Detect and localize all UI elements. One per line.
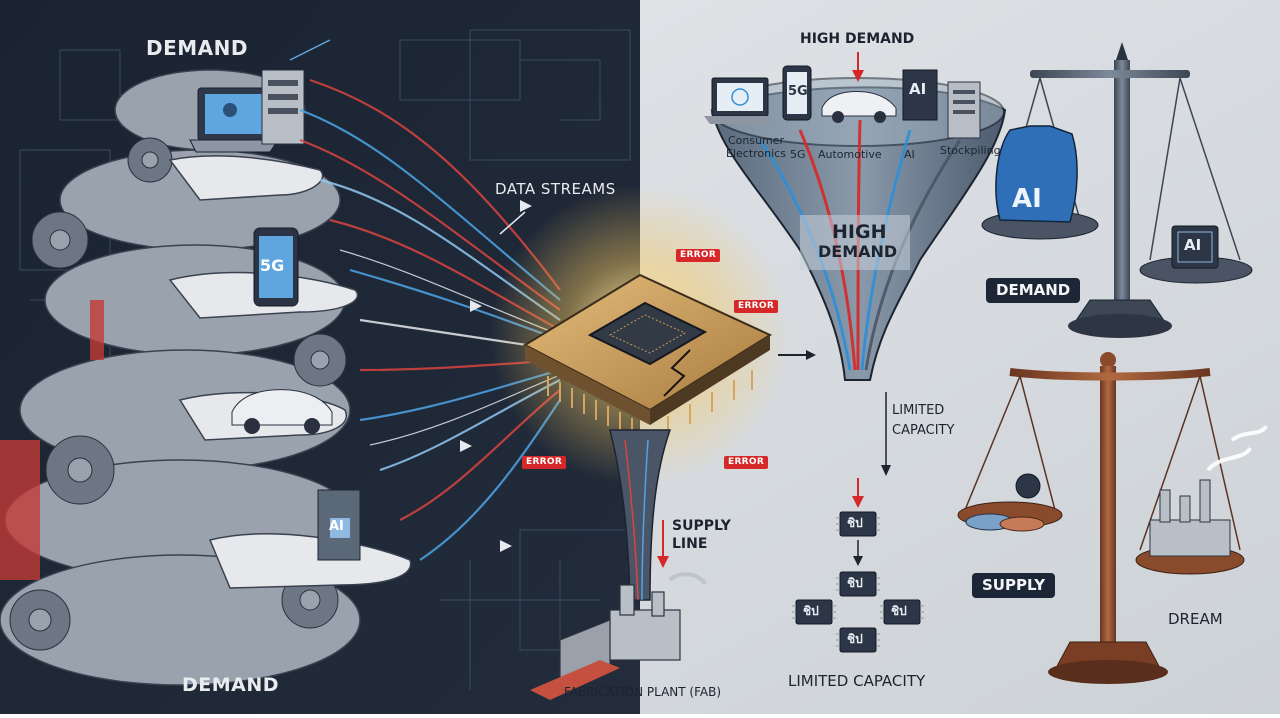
funnel-car-icon [821,91,897,123]
limited-capacity-side-1: LIMITED [892,403,945,418]
supply-scale-label: SUPPLY [972,573,1056,598]
chip-glyph: ชิป [803,604,819,618]
high-demand-label: HIGH DEMAND [800,31,915,47]
supply-scale [957,352,1245,684]
red-accents [0,300,104,580]
dream-label: DREAM [1168,610,1223,628]
supply-funnel [609,429,672,601]
phone-5g-label: 5G [260,256,285,275]
funnel-phone-5g: 5G [788,84,808,99]
funnel-laptop-icon [704,77,776,124]
ai-chip-label: AI [1184,236,1202,254]
coins-icon [965,513,1045,532]
server-ai-label: AI [329,519,344,534]
factory-conveyor [530,660,620,700]
fab-label: FABRICATION PLANT (FAB) [564,685,722,699]
funnel-inner-demand: DEMAND [818,242,898,261]
dream-smoke [1206,446,1252,472]
chip-crack [663,349,691,397]
server-icon [261,69,305,145]
laptop-icon [189,87,279,153]
data-streams-pointer [499,211,526,235]
demand-scale [981,42,1253,338]
error-tag: ERROR [724,456,769,469]
source-5g: 5G [790,148,806,161]
factory-smoke [668,572,707,586]
data-streams-label: DATA STREAMS [495,180,616,198]
limited-chips [795,511,921,653]
error-tag: ERROR [734,300,779,313]
small-factory-icon [1149,479,1231,557]
error-tag: ERROR [522,456,567,469]
source-automotive: Automotive [818,148,882,161]
source-ai: AI [904,148,915,161]
chip-glyph: ชิป [847,516,863,530]
source-consumer-electronics: Consumer Electronics [726,134,786,161]
token-icon [1015,473,1041,499]
ai-server-icon [317,489,361,561]
demand-pointer [289,39,331,61]
demand-scale-label: DEMAND [986,278,1081,303]
demand-label-bottom: DEMAND [182,674,280,696]
chip-side-right [650,335,770,425]
ai-hand-label: AI [1012,184,1042,214]
chip-die-inner [608,314,687,354]
supply-line-label-1: SUPPLY [672,518,731,534]
funnel-ai-icon [902,69,938,121]
chip-die [587,301,708,366]
ai-hand-icon [995,125,1078,223]
chip-glyph: ชิป [891,604,907,618]
funnel-server-icon [947,81,981,139]
chip-glyph: ชิป [847,576,863,590]
funnel-inner-label-bg [800,215,910,270]
ai-chip-icon [1171,225,1219,269]
supply-arrow-head [657,556,669,568]
car-icon [231,389,333,434]
funnel-phone-icon [782,65,812,121]
stream-arrows [460,200,532,552]
chip-side [525,345,650,425]
demand-label-top: DEMAND [146,36,248,60]
source-stockpiling: Stockpiling [940,144,1001,157]
phone-icon [253,227,299,307]
limited-chips-pins [792,517,924,647]
funnel-ai-text: AI [909,80,927,98]
limited-capacity-side-2: CAPACITY [892,423,955,438]
funnel-inner-high: HIGH [832,221,887,243]
error-tag: ERROR [676,249,721,262]
chip-glyph: ชิป [847,632,863,646]
gear-details [9,137,347,651]
supply-line-label-2: LINE [672,536,708,552]
limited-capacity-label: LIMITED CAPACITY [788,672,926,690]
supply-funnel-streams [624,439,649,601]
